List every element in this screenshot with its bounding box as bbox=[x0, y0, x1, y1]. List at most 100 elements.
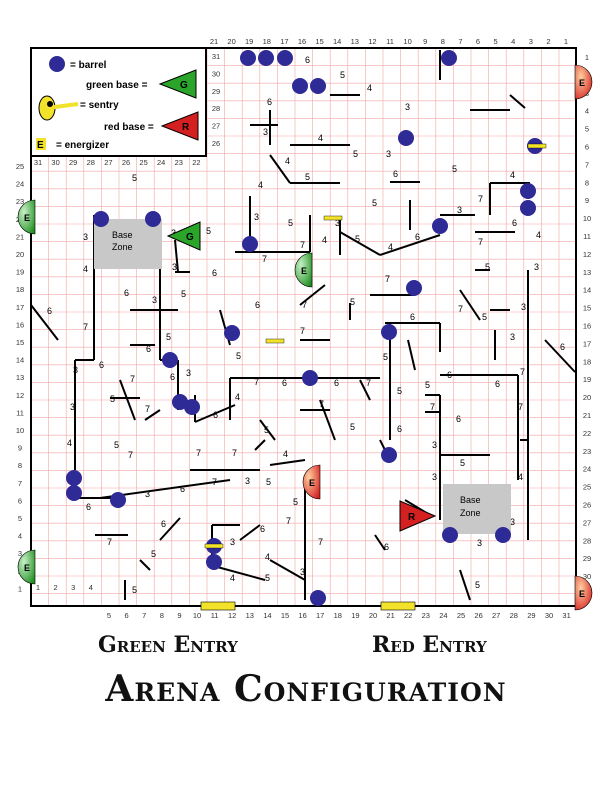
wall-length-label: 7 bbox=[518, 402, 523, 412]
wall-length-label: 4 bbox=[536, 230, 541, 240]
red-base-zone: Base Zone bbox=[443, 484, 511, 534]
red-base-flag: R bbox=[399, 500, 437, 532]
energizer-shell bbox=[294, 252, 313, 288]
axis-tick-label: 15 bbox=[16, 338, 24, 347]
wall-length-label: 7 bbox=[286, 516, 291, 526]
wall-length-label: 5 bbox=[350, 297, 355, 307]
wall-segment bbox=[119, 379, 136, 421]
energizer-shell bbox=[17, 549, 36, 585]
wall-length-label: 7 bbox=[520, 367, 525, 377]
axis-tick-label: 29 bbox=[583, 554, 591, 563]
wall-length-label: 5 bbox=[293, 497, 298, 507]
green-entry-label: Green Entry bbox=[98, 632, 238, 658]
wall-length-label: 4 bbox=[518, 472, 523, 482]
green-base-zone: Base Zone bbox=[94, 219, 162, 269]
axis-tick-label: 17 bbox=[316, 611, 324, 620]
axis-tick-label: 7 bbox=[458, 37, 462, 46]
wall-length-label: 7 bbox=[130, 374, 135, 384]
axis-tick-label: 9 bbox=[18, 444, 22, 453]
axis-tick-label: 25 bbox=[139, 158, 147, 167]
axis-tick-label: 29 bbox=[527, 611, 535, 620]
wall-length-label: 5 bbox=[206, 226, 211, 236]
energizer-letter: E bbox=[24, 213, 30, 223]
wall-length-label: 5 bbox=[372, 198, 377, 208]
axis-tick-label: 27 bbox=[583, 518, 591, 527]
wall-length-label: 7 bbox=[302, 300, 307, 310]
axis-tick-label: 5 bbox=[585, 125, 589, 134]
axis-tick-label: 20 bbox=[583, 393, 591, 402]
energizer-icon: E bbox=[294, 252, 313, 288]
wall-length-label: 5 bbox=[132, 585, 137, 595]
axis-tick-label: 30 bbox=[212, 69, 220, 78]
wall-length-label: 3 bbox=[172, 262, 177, 272]
wall-length-label: 7 bbox=[478, 237, 483, 247]
barrel-icon bbox=[242, 236, 258, 252]
wall-length-label: 4 bbox=[67, 438, 72, 448]
axis-tick-label: 27 bbox=[104, 158, 112, 167]
barrel-icon bbox=[406, 280, 422, 296]
axis-tick-label: 21 bbox=[210, 37, 218, 46]
axis-tick-label: 1 bbox=[36, 583, 40, 592]
axis-tick-label: 15 bbox=[315, 37, 323, 46]
energizer-icon: E bbox=[574, 575, 593, 611]
energizer-letter: E bbox=[24, 563, 30, 573]
wall-length-label: 6 bbox=[410, 312, 415, 322]
sentry-icon bbox=[204, 543, 224, 549]
wall-length-label: 6 bbox=[161, 519, 166, 529]
legend: = barrel green base = G = sentry red bas… bbox=[30, 47, 207, 157]
legend-barrel-text: = barrel bbox=[70, 60, 107, 71]
axis-tick-label: 11 bbox=[386, 37, 394, 46]
axis-tick-label: 18 bbox=[583, 357, 591, 366]
wall-length-label: 5 bbox=[452, 164, 457, 174]
energizer-shell bbox=[574, 64, 593, 100]
barrel-icon bbox=[442, 527, 458, 543]
red-entry-gate bbox=[380, 601, 416, 611]
axis-tick-label: 14 bbox=[263, 611, 271, 620]
green-base-flag: G bbox=[166, 221, 201, 251]
wall-length-label: 5 bbox=[353, 149, 358, 159]
axis-tick-label: 9 bbox=[585, 196, 589, 205]
barrel-icon bbox=[381, 324, 397, 340]
sentry-bar bbox=[265, 338, 285, 344]
wall-length-label: 5 bbox=[397, 386, 402, 396]
wall-length-label: 7 bbox=[107, 537, 112, 547]
wall-length-label: 7 bbox=[430, 402, 435, 412]
wall-length-label: 7 bbox=[478, 194, 483, 204]
axis-tick-label: 20 bbox=[369, 611, 377, 620]
wall-length-label: 6 bbox=[393, 169, 398, 179]
base-zone-label-line2: Zone bbox=[460, 508, 481, 518]
axis-tick-label: 18 bbox=[16, 285, 24, 294]
axis-tick-label: 26 bbox=[122, 158, 130, 167]
barrel-icon bbox=[398, 130, 414, 146]
wall-length-label: 6 bbox=[99, 360, 104, 370]
wall-length-label: 6 bbox=[267, 97, 272, 107]
barrel-icon bbox=[302, 370, 318, 386]
red-entry-label: Red Entry bbox=[372, 632, 487, 658]
base-zone-label-line1: Base bbox=[112, 230, 133, 240]
axis-tick-label: 30 bbox=[545, 611, 553, 620]
legend-barrel-icon bbox=[49, 56, 65, 72]
legend-red-base-letter: R bbox=[182, 122, 190, 133]
axis-tick-label: 5 bbox=[494, 37, 498, 46]
wall-length-label: 3 bbox=[73, 365, 78, 375]
wall-length-label: 4 bbox=[235, 392, 240, 402]
axis-tick-label: 7 bbox=[142, 611, 146, 620]
axis-tick-label: 28 bbox=[510, 611, 518, 620]
wall-length-label: 6 bbox=[180, 484, 185, 494]
barrel-icon bbox=[206, 554, 222, 570]
axis-tick-label: 8 bbox=[160, 611, 164, 620]
wall-length-label: 7 bbox=[300, 240, 305, 250]
axis-tick-label: 16 bbox=[298, 37, 306, 46]
sentry-bar bbox=[323, 215, 343, 221]
wall-length-label: 6 bbox=[456, 414, 461, 424]
wall-length-label: 5 bbox=[340, 70, 345, 80]
wall-segment bbox=[269, 459, 306, 466]
wall-length-label: 5 bbox=[305, 172, 310, 182]
barrel-icon bbox=[520, 200, 536, 216]
axis-tick-label: 20 bbox=[16, 250, 24, 259]
axis-tick-label: 22 bbox=[192, 158, 200, 167]
wall-segment bbox=[459, 569, 471, 601]
wall-segment bbox=[339, 231, 381, 256]
wall-length-label: 5 bbox=[350, 422, 355, 432]
